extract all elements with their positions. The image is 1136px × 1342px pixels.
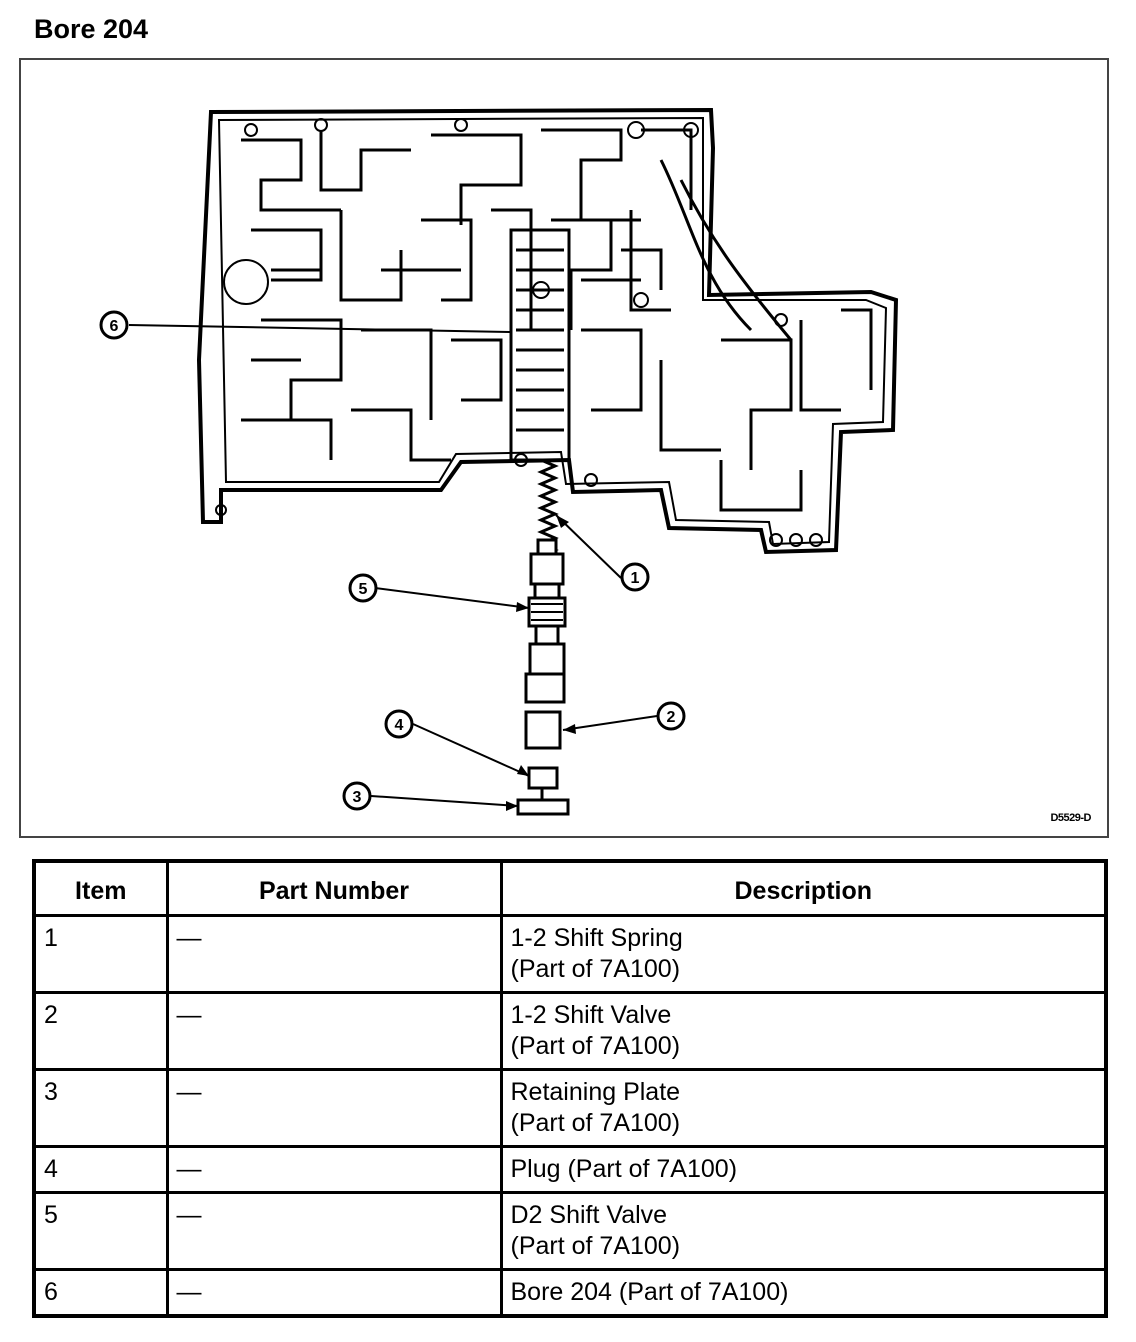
callout-1 (620, 562, 650, 592)
table-row: 1 — 1-2 Shift Spring (Part of 7A100) (32, 914, 1108, 994)
description-cell: Retaining Plate (Part of 7A100) (499, 1068, 1108, 1148)
description-line: Plug (Part of 7A100) (510, 1155, 738, 1183)
description-line: (Part of 7A100) (510, 1109, 681, 1137)
part-number-cell: — (165, 1268, 503, 1318)
item-cell: 4 (32, 1145, 169, 1194)
callout-5-label: 5 (359, 581, 368, 598)
table-row: 2 — 1-2 Shift Valve (Part of 7A100) (32, 991, 1108, 1071)
description-line: D2 Shift Valve (510, 1201, 668, 1229)
parts-table: Item Part Number Description 1 — 1-2 Shi… (32, 859, 1108, 1318)
part-number-cell: — (165, 914, 503, 994)
table-row: 6 — Bore 204 (Part of 7A100) (32, 1268, 1108, 1318)
part-number-cell: — (165, 991, 503, 1071)
description-cell: Bore 204 (Part of 7A100) (499, 1268, 1108, 1318)
shift-valve-1-2 (524, 710, 562, 750)
description-cell: 1-2 Shift Valve (Part of 7A100) (499, 991, 1108, 1071)
plug (527, 766, 559, 790)
description-cell: D2 Shift Valve (Part of 7A100) (499, 1191, 1108, 1271)
callout-5 (348, 573, 378, 603)
plug-upper (524, 672, 566, 704)
valve-body-illustration: 6 1 5 2 4 3 (99, 107, 899, 816)
header-description: Description (499, 859, 1108, 917)
callout-1-label: 1 (631, 570, 640, 587)
valve-body-diagram: 6 1 5 2 4 3 D5529-D (19, 58, 1109, 838)
page-title: Bore 204 (34, 14, 149, 44)
description-line: 1-2 Shift Valve (510, 1001, 672, 1029)
callout-2-label: 2 (667, 709, 676, 726)
description-line: 1-2 Shift Spring (510, 924, 683, 952)
item-cell: 1 (32, 914, 169, 994)
figure-code: D5529-D (1050, 812, 1091, 824)
part-number-cell: — (165, 1068, 503, 1148)
description-line: (Part of 7A100) (510, 1232, 681, 1260)
description-cell: 1-2 Shift Spring (Part of 7A100) (499, 914, 1108, 994)
callout-6 (99, 310, 129, 340)
description-line: Retaining Plate (510, 1078, 681, 1106)
item-cell: 5 (32, 1191, 169, 1271)
d2-shift-valve (527, 538, 567, 676)
callout-2 (656, 701, 686, 731)
callout-4-label: 4 (395, 717, 404, 734)
header-item: Item (32, 859, 169, 917)
part-number-cell: — (165, 1191, 503, 1271)
callout-3 (342, 781, 372, 811)
callout-6-label: 6 (110, 318, 119, 335)
retaining-plate (516, 798, 570, 816)
table-header-row: Item Part Number Description (32, 859, 1108, 917)
description-line: Bore 204 (Part of 7A100) (510, 1278, 789, 1306)
item-cell: 3 (32, 1068, 169, 1148)
item-cell: 2 (32, 991, 169, 1071)
item-cell: 6 (32, 1268, 169, 1318)
table-row: 5 — D2 Shift Valve (Part of 7A100) (32, 1191, 1108, 1271)
description-line: (Part of 7A100) (510, 955, 681, 983)
callout-4 (384, 709, 414, 739)
table-row: 3 — Retaining Plate (Part of 7A100) (32, 1068, 1108, 1148)
table-row: 4 — Plug (Part of 7A100) (32, 1145, 1108, 1194)
description-line: (Part of 7A100) (510, 1032, 681, 1060)
description-cell: Plug (Part of 7A100) (499, 1145, 1108, 1194)
callout-3-label: 3 (353, 789, 362, 806)
header-part-number: Part Number (165, 859, 503, 917)
part-number-cell: — (165, 1145, 503, 1194)
